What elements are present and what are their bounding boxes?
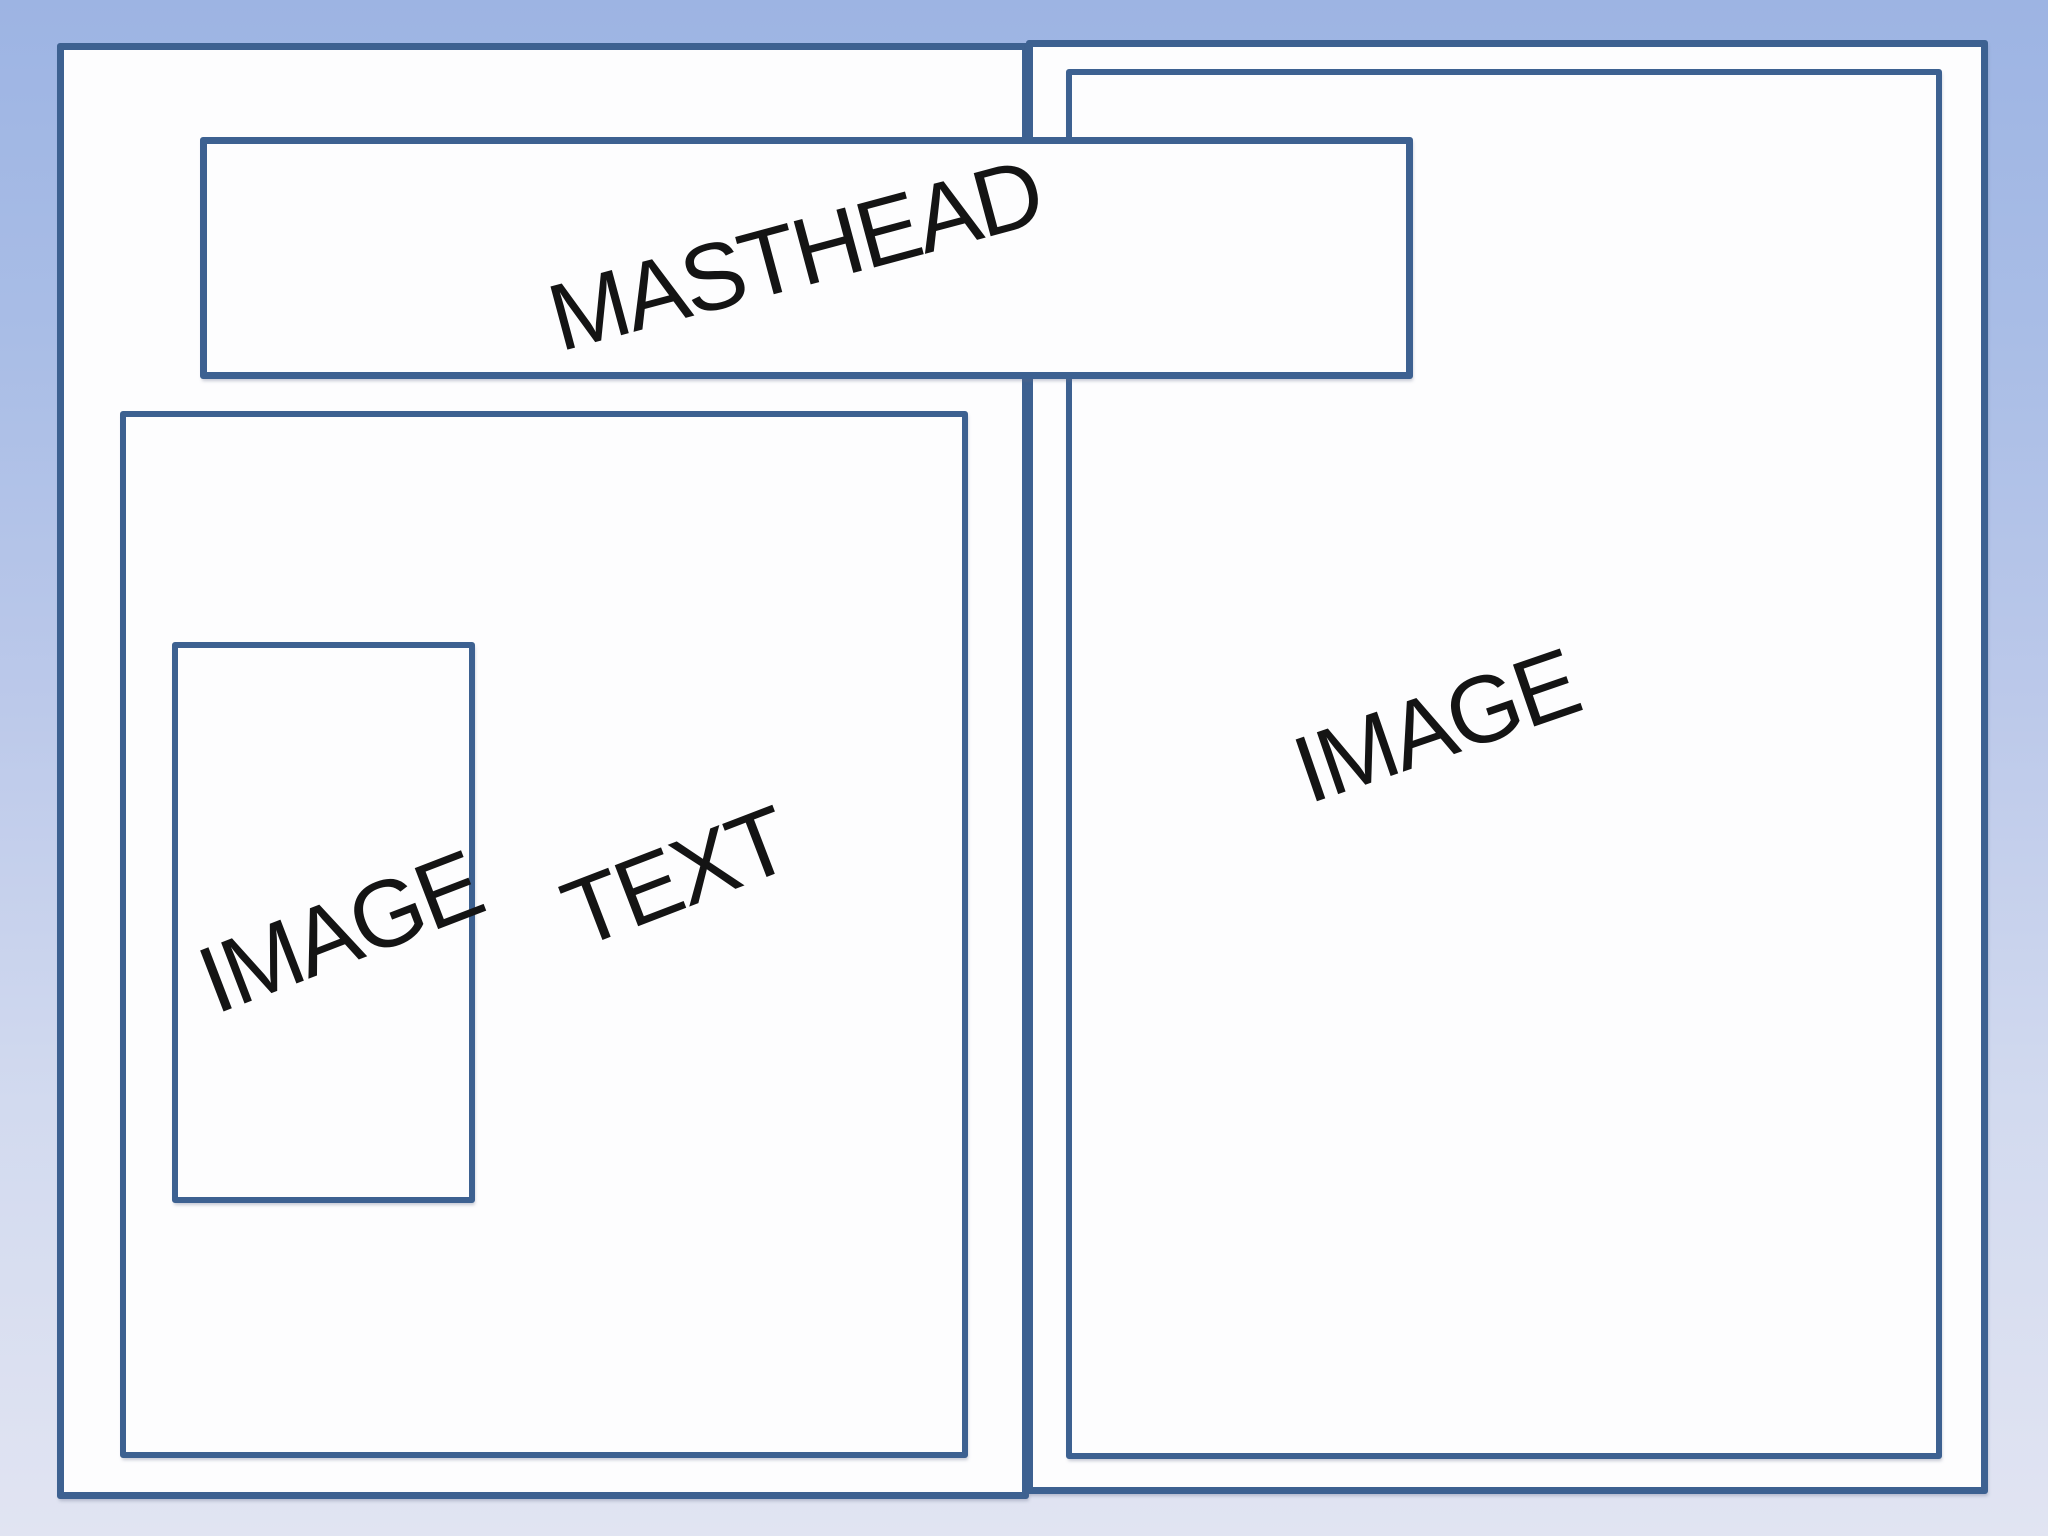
- masthead-rect: [200, 137, 1413, 379]
- image-placeholder-left-rect: [172, 642, 475, 1203]
